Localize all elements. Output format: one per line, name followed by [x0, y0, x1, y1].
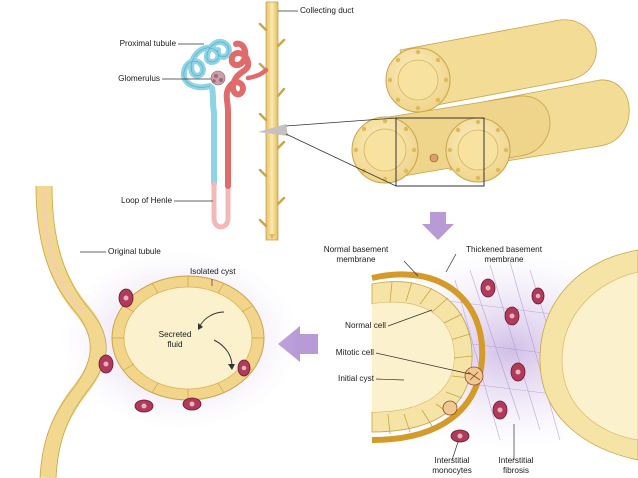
label-interstitial-monocytes-line1: Interstitial	[434, 456, 470, 465]
collecting-duct	[258, 1, 286, 241]
label-secreted-fluid-line2: fluid	[167, 339, 183, 349]
connecting-tubule	[245, 67, 269, 81]
label-glomerulus: Glomerulus	[118, 74, 160, 83]
label-interstitial-monocytes-line2: monocytes	[432, 465, 472, 475]
down-arrow	[422, 212, 454, 240]
label-thickened-basement-line2: membrane	[484, 254, 524, 264]
leader-lines	[80, 10, 515, 461]
label-collecting-duct: Collecting duct	[300, 6, 354, 15]
label-normal-basement-line1: Normal basement	[323, 245, 389, 254]
label-interstitial-fibrosis-line2: fibrosis	[503, 465, 529, 475]
label-interstitial-fibrosis: Interstitial fibrosis	[486, 456, 546, 475]
label-normal-basement-line2: membrane	[336, 254, 376, 264]
label-mitotic-cell: Mitotic cell	[335, 348, 374, 357]
label-thickened-basement-line1: Thickened basement	[465, 245, 542, 254]
initial-cyst-detail	[370, 249, 638, 461]
zoom-callout	[258, 117, 397, 187]
label-interstitial-fibrosis-line1: Interstitial	[498, 456, 534, 465]
tubule-bundle	[351, 19, 630, 187]
label-secreted-fluid-line1: Secreted	[158, 330, 192, 339]
label-initial-cyst: Initial cyst	[338, 374, 374, 383]
label-proximal-tubule: Proximal tubule	[119, 39, 176, 48]
label-normal-basement-membrane: Normal basement membrane	[308, 245, 404, 264]
label-loop-of-henle: Loop of Henle	[121, 196, 172, 205]
isolated-cyst-detail	[35, 185, 300, 478]
label-secreted-fluid: Secreted fluid	[150, 330, 200, 349]
label-thickened-basement-membrane: Thickened basement membrane	[456, 245, 552, 264]
label-normal-cell: Normal cell	[345, 321, 386, 330]
label-interstitial-monocytes: Interstitial monocytes	[420, 456, 484, 475]
glomerulus-shape	[210, 70, 226, 86]
label-original-tubule: Original tubule	[108, 247, 161, 256]
nephron	[180, 38, 252, 230]
label-isolated-cyst: Isolated cyst	[190, 267, 236, 276]
